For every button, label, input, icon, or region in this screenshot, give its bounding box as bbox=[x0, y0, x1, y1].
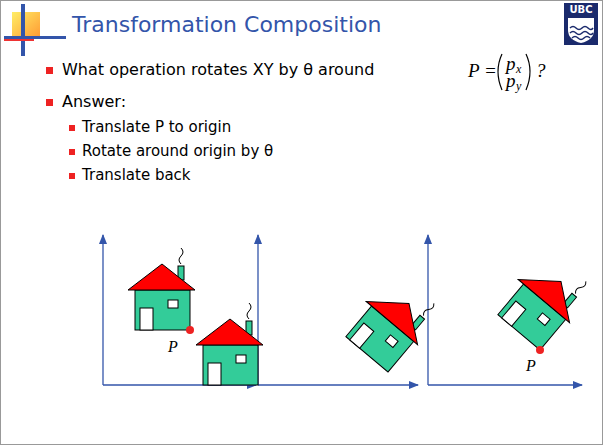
question-mark: ? bbox=[536, 60, 546, 82]
math-symbol: P = bbox=[468, 60, 497, 82]
logo-text: UBC bbox=[569, 4, 592, 16]
sub-bullet-text: Translate P to origin bbox=[82, 119, 231, 136]
point-label: P bbox=[168, 338, 178, 356]
house-figures bbox=[128, 247, 597, 385]
sub-bullet-text: Translate back bbox=[82, 167, 191, 184]
bullet-text: What operation rotates XY by θ around bbox=[62, 61, 374, 79]
slide-title: Transformation Composition bbox=[72, 12, 381, 37]
corner-ornament bbox=[4, 4, 66, 56]
sub-bullet-text: Rotate around origin by θ bbox=[82, 143, 273, 160]
bullets bbox=[46, 67, 75, 179]
bullet-text: Answer: bbox=[62, 93, 126, 111]
math-subscript: x bbox=[516, 63, 521, 77]
math-symbol: p bbox=[506, 70, 516, 92]
math-subscript: y bbox=[516, 80, 521, 94]
ubc-logo bbox=[564, 3, 598, 45]
point-label: P bbox=[526, 357, 536, 375]
